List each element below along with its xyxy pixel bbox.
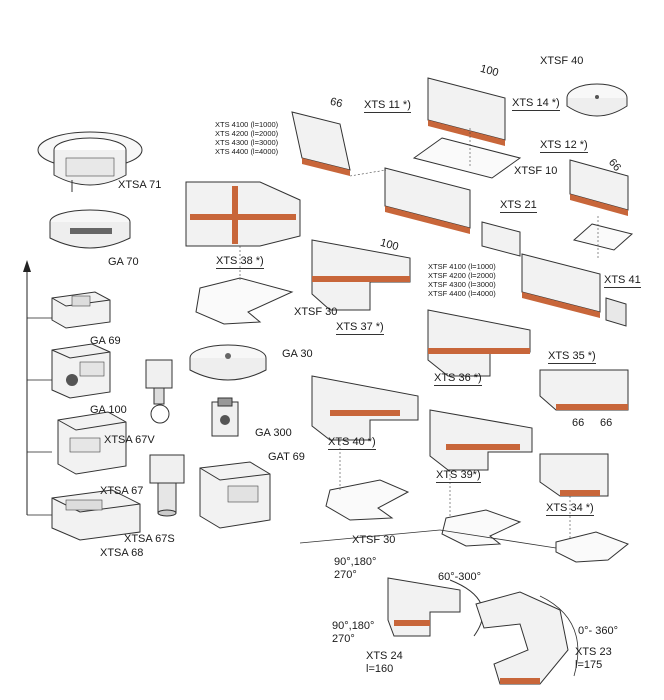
dim-66-c: 66 [572, 417, 585, 429]
xtsf10-plate-right [572, 223, 634, 251]
xts23-length: l=175 [575, 659, 603, 671]
ga100-adapter [51, 343, 111, 399]
xts37-label: XTS 37 *) [336, 321, 384, 335]
xts23-label: XTS 23 [575, 646, 612, 658]
ga69-adapter [51, 291, 111, 329]
angle-label-3: 90°,180° 270° [332, 620, 375, 646]
xtsf30-label-b: XTSF 30 [352, 534, 396, 546]
xts12-endcap [569, 159, 629, 216]
xtsa68-adapter [51, 489, 141, 541]
xtsa67-adapter [57, 411, 127, 475]
xts39-tee [429, 409, 533, 471]
assembly-arrow [23, 260, 52, 516]
xts40-tee [311, 375, 419, 441]
ga70-label: GA 70 [108, 256, 139, 268]
xts40-label: XTS 40 *) [328, 436, 376, 450]
xtsf30-plate-b3 [555, 531, 629, 563]
xtsa67v-label: XTSA 67V [104, 434, 155, 446]
xtsf40-disc [566, 83, 628, 117]
xts11-endcap [291, 111, 351, 176]
xts11-label: XTS 11 *) [364, 99, 411, 113]
xtsa67s-label: XTSA 67S [124, 533, 175, 545]
xtsa67-label: XTSA 67 [100, 485, 144, 497]
xts35-corner [539, 369, 629, 411]
xtsa67v-spot [145, 359, 173, 424]
xtsf30-cross-plate-a [195, 277, 294, 325]
gat69-label: GAT 69 [268, 451, 305, 463]
xts14-connector [427, 77, 506, 146]
angle-label-1: 90°,180° 270° [334, 556, 377, 582]
xtsf30-label-a: XTSF 30 [294, 306, 338, 318]
ga300-label: GA 300 [255, 427, 292, 439]
gat69-box [199, 461, 271, 529]
ga300-adapter [211, 397, 239, 437]
xts34-label: XTS 34 *) [546, 502, 594, 516]
xtsa71-label: XTSA 71 [118, 179, 162, 191]
xts34-corner [539, 453, 609, 497]
xts12-label: XTS 12 *) [540, 139, 588, 153]
long-track-right [521, 253, 601, 318]
xtsf30-plate-b1 [325, 479, 410, 521]
xts24-label: XTS 24 [366, 650, 403, 662]
angle-label-2: 60°-300° [438, 571, 482, 583]
xts38-label: XTS 38 *) [216, 255, 264, 269]
xtsf40-label: XTSF 40 [540, 55, 584, 67]
xtsa68-label: XTSA 68 [100, 547, 144, 559]
xts21-feed [481, 221, 521, 257]
ga69-label: GA 69 [90, 335, 121, 347]
long-track-left [384, 167, 471, 234]
xtsa71-ring [37, 131, 143, 192]
xts41-label: XTS 41 [604, 274, 641, 288]
xtsf10-label: XTSF 10 [514, 165, 558, 177]
dim-66-d: 66 [600, 417, 613, 429]
xts36-label: XTS 36 *) [434, 372, 482, 386]
xts24-length: l=160 [366, 663, 394, 675]
xts-length-list: XTS 4100 (l=1000) XTS 4200 (l=2000) XTS … [215, 120, 279, 156]
xts21-label: XTS 21 [500, 199, 537, 213]
ga100-label: GA 100 [90, 404, 127, 416]
xts35-label: XTS 35 *) [548, 350, 596, 364]
ga30-label: GA 30 [282, 348, 313, 360]
xts39-label: XTS 39*) [436, 469, 481, 483]
xts14-label: XTS 14 *) [512, 97, 560, 111]
angle-label-4: 0°- 360° [578, 625, 618, 637]
xtsf-length-list: XTSF 4100 (l=1000) XTSF 4200 (l=2000) XT… [428, 262, 496, 298]
xts41-endplate [605, 297, 627, 327]
xts23-corner [475, 591, 579, 685]
xtsf10-plate [412, 137, 522, 179]
xts36-tee [427, 309, 531, 377]
guide-lines [239, 128, 599, 538]
xts37-tee [311, 239, 411, 311]
xts38-cross [185, 181, 301, 247]
xtsa67s-spot [149, 454, 185, 517]
ga30-disk [189, 344, 267, 381]
xtsf30-plate-b2 [441, 509, 522, 547]
ga70-disk [49, 209, 131, 249]
xts24-corner [387, 577, 484, 637]
